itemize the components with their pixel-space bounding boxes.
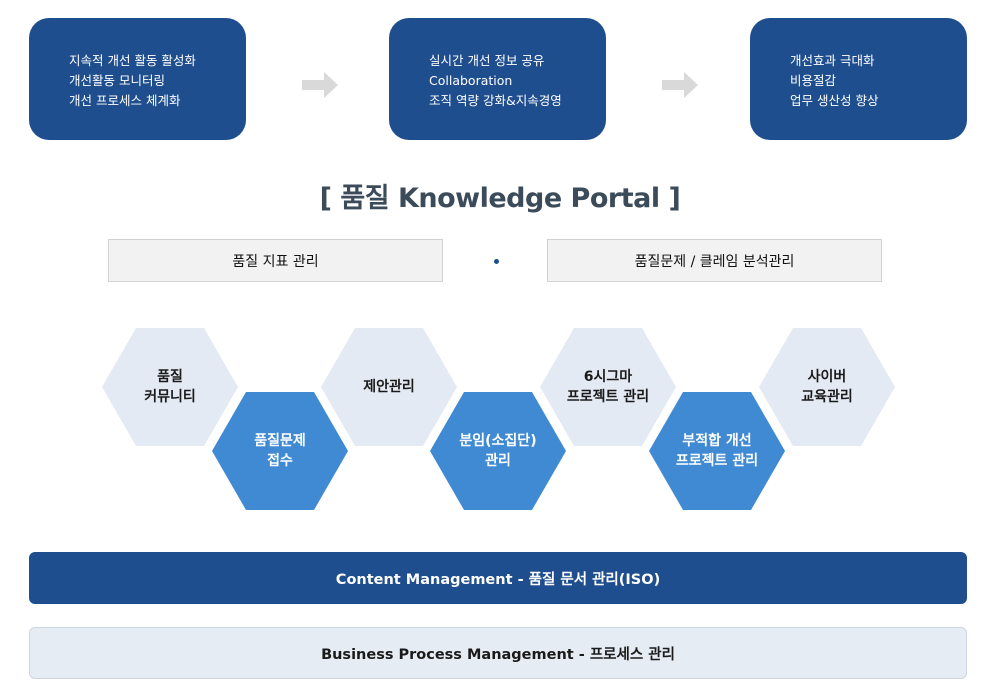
goal-line: 개선 프로세스 체계화 [69,93,181,108]
goal-box-activation: 지속적 개선 활동 활성화 개선활동 모니터링 개선 프로세스 체계화 [29,18,246,140]
goal-line: 개선활동 모니터링 [69,73,165,88]
bullet-dot [494,259,499,264]
hex-label: 프로젝트 관리 [675,453,759,469]
hex-label: 프로젝트 관리 [566,389,650,405]
hex-label: 분임(소집단) [459,433,537,449]
goal-line: 업무 생산성 향상 [790,93,879,108]
hex-label: 부적합 개선 [682,433,752,449]
goal-line: 개선효과 극대화 [790,53,875,68]
hex-label: 제안관리 [363,379,415,395]
hex-label: 교육관리 [801,389,853,405]
feature-claim-analysis: 품질문제 / 클레임 분석관리 [547,239,882,282]
feature-quality-index: 품질 지표 관리 [108,239,443,282]
portal-title: [ 품질 Knowledge Portal ] [319,183,681,214]
hex-label: 접수 [267,453,293,469]
hex-six-sigma: 6시그마 프로젝트 관리 [540,328,676,446]
hex-label: 6시그마 [583,369,633,385]
goal-line: 비용절감 [790,73,837,88]
goal-line: 지속적 개선 활동 활성화 [69,53,196,68]
content-management-bar: Content Management - 품질 문서 관리(ISO) [29,552,967,604]
hex-label: 커뮤니티 [144,389,196,405]
hex-issue-intake: 품질문제 접수 [212,392,348,510]
right-arrow-icon [662,72,698,98]
hex-label: 사이버 [807,369,847,385]
hex-label: 품질 [157,369,183,385]
hex-label: 품질문제 [254,433,306,449]
goal-line: Collaboration [429,73,513,88]
hex-nonconformity: 부적합 개선 프로젝트 관리 [649,392,785,510]
business-process-bar: Business Process Management - 프로세스 관리 [29,627,967,679]
hex-suggestion: 제안관리 [321,328,457,446]
goal-box-effect: 개선효과 극대화 비용절감 업무 생산성 향상 [750,18,967,140]
hex-label: 관리 [485,453,511,469]
hex-quality-community: 품질 커뮤니티 [102,328,238,446]
goal-box-sharing: 실시간 개선 정보 공유 Collaboration 조직 역량 강화&지속경영 [389,18,606,140]
hex-small-group: 분임(소집단) 관리 [430,392,566,510]
goal-line: 조직 역량 강화&지속경영 [429,93,562,108]
hex-cyber-education: 사이버 교육관리 [759,328,895,446]
right-arrow-icon [302,72,338,98]
goal-line: 실시간 개선 정보 공유 [429,53,545,68]
